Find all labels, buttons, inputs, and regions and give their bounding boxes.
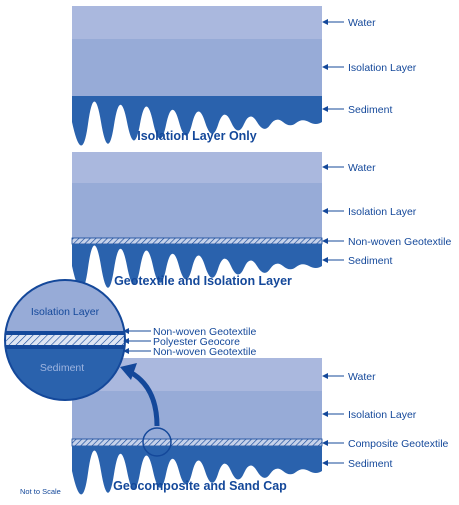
panel-caption: Geocomposite and Sand Cap xyxy=(113,479,287,493)
geotextile-layer xyxy=(71,237,323,245)
inset-geotextile-top xyxy=(5,331,125,335)
inset-geotextile-bottom-label: Non-woven Geotextile xyxy=(153,346,256,358)
sediment-callout: Sediment xyxy=(322,255,392,267)
scale-note: Not to Scale xyxy=(20,487,61,496)
sediment-label: Sediment xyxy=(348,255,392,267)
sediment-label: Sediment xyxy=(348,104,392,116)
sediment-layer xyxy=(72,244,322,290)
inset-geocore xyxy=(5,335,125,345)
panel-isolation-only: Water Isolation Layer Sediment Isolation… xyxy=(72,6,417,146)
panel-caption: Isolation Layer Only xyxy=(137,129,257,143)
isolation-label: Isolation Layer xyxy=(348,62,417,74)
detail-marker-circle xyxy=(142,427,172,457)
water-layer xyxy=(72,6,322,39)
panel-caption: Geotextile and Isolation Layer xyxy=(114,274,292,288)
inset-detail-circle: Isolation Layer Sediment Non-woven Geote… xyxy=(4,279,256,401)
composite-callout: Composite Geotextile xyxy=(322,438,449,450)
sediment-callout: Sediment xyxy=(322,104,392,116)
water-label: Water xyxy=(348,371,376,383)
inset-callout-1: Non-woven Geotextile xyxy=(123,326,256,338)
isolation-layer xyxy=(72,183,322,238)
isolation-label: Isolation Layer xyxy=(348,409,417,421)
panel-geocomposite-sand-cap: Water Isolation Layer Composite Geotexti… xyxy=(71,358,449,495)
sediment-layer xyxy=(72,96,322,146)
sediment-callout: Sediment xyxy=(322,458,392,470)
inset-callout-2: Polyester Geocore xyxy=(123,336,240,348)
inset-geotextile-bottom xyxy=(5,345,125,349)
sediment-label: Sediment xyxy=(348,458,392,470)
isolation-callout: Isolation Layer xyxy=(322,62,417,74)
composite-label: Composite Geotextile xyxy=(348,438,449,450)
isolation-layer xyxy=(72,39,322,96)
inset-sediment-label: Sediment xyxy=(40,362,84,374)
panel-geotextile-isolation: Water Isolation Layer Non-woven Geotexti… xyxy=(71,152,451,290)
isolation-label: Isolation Layer xyxy=(348,206,417,218)
inset-isolation-label: Isolation Layer xyxy=(31,306,100,318)
water-layer xyxy=(72,152,322,183)
isolation-callout: Isolation Layer xyxy=(322,409,417,421)
geotextile-label: Non-woven Geotextile xyxy=(348,236,451,248)
water-label: Water xyxy=(348,17,376,29)
detail-pointer-arrow xyxy=(128,369,160,427)
water-label: Water xyxy=(348,162,376,174)
water-callout: Water xyxy=(322,162,376,174)
inset-geocore-label: Polyester Geocore xyxy=(153,336,240,348)
composite-geotextile-layer xyxy=(71,438,323,447)
water-callout: Water xyxy=(322,371,376,383)
detail-pointer-arrowhead xyxy=(120,363,137,380)
isolation-layer xyxy=(72,391,322,439)
geotextile-callout: Non-woven Geotextile xyxy=(322,236,451,248)
water-callout: Water xyxy=(322,17,376,29)
isolation-callout: Isolation Layer xyxy=(322,206,417,218)
sediment-layer xyxy=(72,446,322,495)
inset-callout-3: Non-woven Geotextile xyxy=(123,346,256,358)
inset-geotextile-top-label: Non-woven Geotextile xyxy=(153,326,256,338)
